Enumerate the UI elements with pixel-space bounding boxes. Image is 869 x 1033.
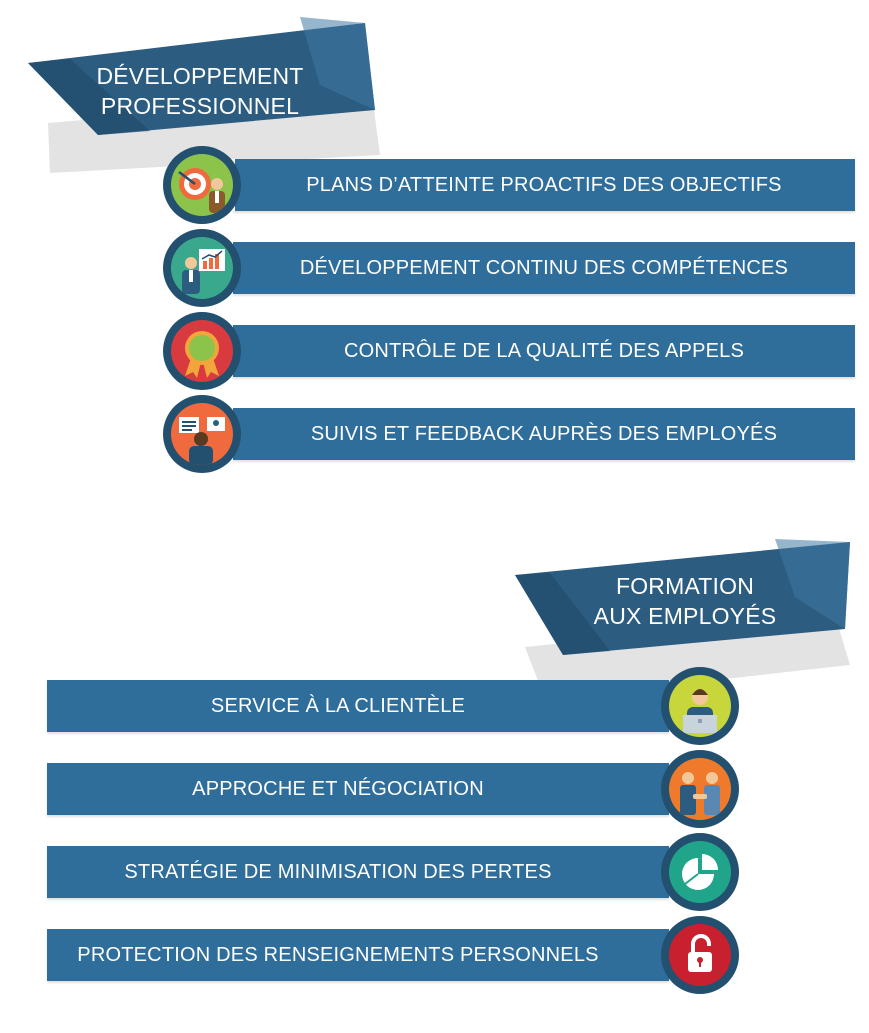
- item-bar: STRATÉGIE DE MINIMISATION DES PERTES: [47, 846, 669, 898]
- list-item: SERVICE À LA CLIENTÈLE: [47, 667, 739, 745]
- list-item: PLANS D’ATTEINTE PROACTIFS DES OBJECTIFS: [163, 146, 855, 224]
- list-item: CONTRÔLE DE LA QUALITÉ DES APPELS: [163, 312, 855, 390]
- section-2-title-line1: FORMATION: [615, 573, 755, 599]
- item-label: CONTRÔLE DE LA QUALITÉ DES APPELS: [343, 339, 745, 362]
- item-bar: PROTECTION DES RENSEIGNEMENTS PERSONNELS: [47, 929, 669, 981]
- section-1-title-line2: PROFESSIONNEL: [100, 93, 300, 119]
- target-icon: [163, 146, 241, 224]
- handshake-icon: [661, 750, 739, 828]
- list-item: APPROCHE ET NÉGOCIATION: [47, 750, 739, 828]
- item-label: DÉVELOPPEMENT CONTINU DES COMPÉTENCES: [299, 256, 789, 279]
- list-item: SUIVIS ET FEEDBACK AUPRÈS DES EMPLOYÉS: [163, 395, 855, 473]
- item-bar: SUIVIS ET FEEDBACK AUPRÈS DES EMPLOYÉS: [233, 408, 855, 460]
- customer-service-icon: [661, 667, 739, 745]
- item-label: SERVICE À LA CLIENTÈLE: [210, 694, 466, 717]
- item-bar: SERVICE À LA CLIENTÈLE: [47, 680, 669, 732]
- item-label: APPROCHE ET NÉGOCIATION: [192, 777, 484, 800]
- pie-chart-icon: [661, 833, 739, 911]
- section-2-title-line2: AUX EMPLOYÉS: [593, 603, 777, 629]
- lock-icon: [661, 916, 739, 994]
- growth-chart-icon: [163, 229, 241, 307]
- item-bar: DÉVELOPPEMENT CONTINU DES COMPÉTENCES: [233, 242, 855, 294]
- section-1-banner: DÉVELOPPEMENT PROFESSIONNEL: [20, 15, 380, 173]
- banner-ribbon-shape: [28, 17, 380, 173]
- item-label: PLANS D’ATTEINTE PROACTIFS DES OBJECTIFS: [306, 173, 782, 196]
- section-1-title-line1: DÉVELOPPEMENT: [96, 63, 304, 89]
- list-item: STRATÉGIE DE MINIMISATION DES PERTES: [47, 833, 739, 911]
- item-bar: APPROCHE ET NÉGOCIATION: [47, 763, 669, 815]
- banner-ribbon-shape: [515, 539, 850, 699]
- list-item: DÉVELOPPEMENT CONTINU DES COMPÉTENCES: [163, 229, 855, 307]
- presentation-icon: [163, 395, 241, 473]
- award-badge-icon: [163, 312, 241, 390]
- list-item: PROTECTION DES RENSEIGNEMENTS PERSONNELS: [47, 916, 739, 994]
- item-label: STRATÉGIE DE MINIMISATION DES PERTES: [124, 860, 552, 883]
- item-bar: PLANS D’ATTEINTE PROACTIFS DES OBJECTIFS: [233, 159, 855, 211]
- item-bar: CONTRÔLE DE LA QUALITÉ DES APPELS: [233, 325, 855, 377]
- item-label: SUIVIS ET FEEDBACK AUPRÈS DES EMPLOYÉS: [310, 422, 778, 445]
- item-label: PROTECTION DES RENSEIGNEMENTS PERSONNELS: [77, 943, 599, 966]
- section-2-banner: FORMATION AUX EMPLOYÉS: [505, 537, 865, 699]
